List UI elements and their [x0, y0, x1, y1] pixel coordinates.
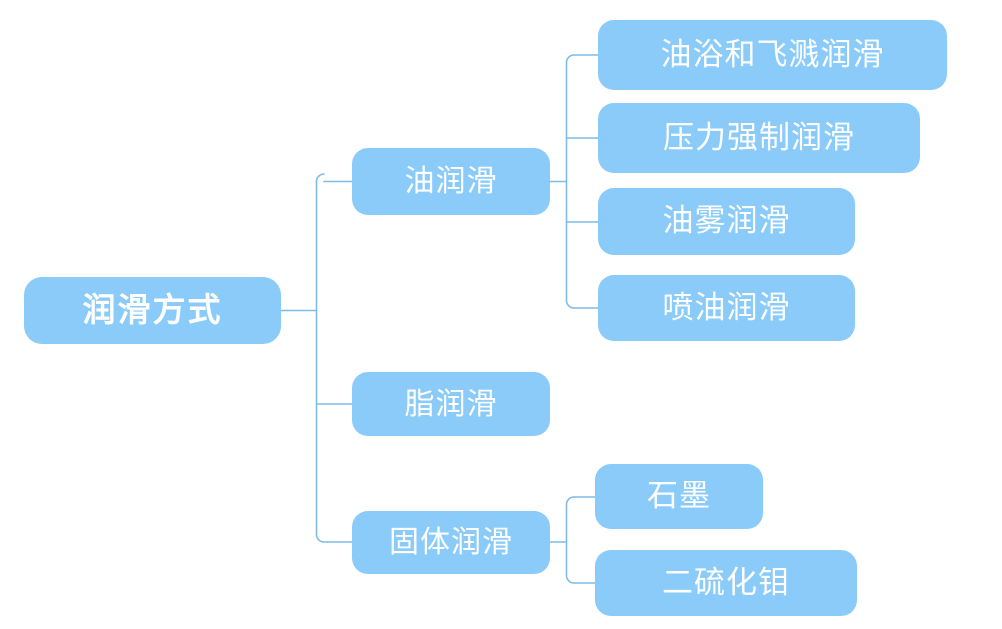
connector-oil-spine — [565, 54, 575, 309]
node-root[interactable]: 润滑方式 — [24, 277, 281, 344]
node-leaf-oil-bath-splash[interactable]: 油浴和飞溅润滑 — [598, 20, 947, 90]
connector-solid-spine — [565, 496, 575, 584]
node-leaf-graphite[interactable]: 石墨 — [595, 464, 763, 529]
node-leaf-oil-jet[interactable]: 喷油润滑 — [598, 275, 855, 341]
node-branch-solid[interactable]: 固体润滑 — [352, 511, 550, 574]
node-leaf-pressure-forced[interactable]: 压力强制润滑 — [598, 103, 920, 173]
connector-level2-spine — [315, 173, 325, 543]
node-leaf-moly-disulfide[interactable]: 二硫化钼 — [595, 550, 857, 616]
node-branch-grease[interactable]: 脂润滑 — [352, 372, 550, 436]
node-branch-oil[interactable]: 油润滑 — [352, 148, 550, 215]
node-leaf-oil-mist[interactable]: 油雾润滑 — [598, 188, 855, 255]
